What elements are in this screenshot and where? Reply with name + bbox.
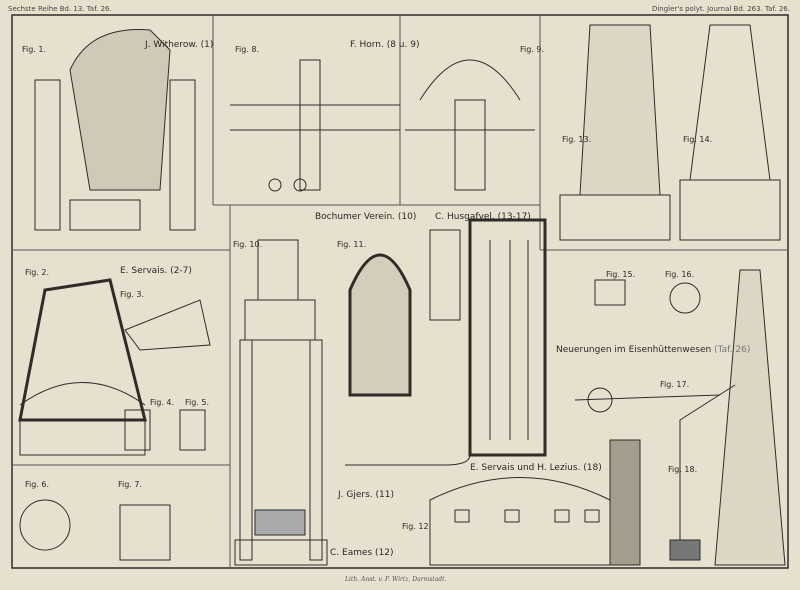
fig11-furnace: [345, 218, 547, 466]
fig-label: Fig. 3.: [120, 290, 145, 299]
fig15-17-details: [574, 279, 721, 413]
fig-label: Fig. 18.: [668, 465, 698, 474]
fig-label: Fig. 16.: [665, 270, 695, 279]
fig-label: Fig. 2.: [25, 268, 50, 277]
plate-title: Neuerungen im Eisenhüttenwesen (Taf. 26): [556, 345, 750, 355]
author-label: C. Husgafvel. (13-17): [435, 212, 531, 222]
fig13-fig14-stacks: [559, 24, 781, 241]
plate-title-ref: (Taf. 26): [714, 345, 751, 355]
fig-label: Fig. 15.: [606, 270, 636, 279]
author-label: C. Eames (12): [330, 548, 394, 558]
fig8-fig9-machinery: [230, 59, 535, 192]
fig-label: Fig. 14.: [683, 135, 713, 144]
fig-label: Fig. 17.: [660, 380, 690, 389]
plate-series-header: Sechste Reihe Bd. 13. Taf. 26.: [8, 5, 112, 13]
fig12-furnace: [429, 439, 641, 566]
fig-label: Fig. 5.: [185, 398, 210, 407]
fig-label: Fig. 8.: [235, 45, 260, 54]
fig-label: Fig. 10.: [233, 240, 263, 249]
fig-label: Fig. 11.: [337, 240, 367, 249]
fig2-converter-section: [18, 278, 147, 456]
author-label: J. Gjers. (11): [338, 490, 394, 500]
author-label: J. Witherow. (1): [145, 40, 214, 50]
author-label: E. Servais. (2-7): [120, 266, 192, 276]
author-label: F. Horn. (8 u. 9): [350, 40, 420, 50]
fig-label: Fig. 1.: [22, 45, 47, 54]
plate-title-main: Neuerungen im Eisenhüttenwesen: [556, 345, 712, 355]
author-label: E. Servais und H. Lezius. (18): [470, 463, 602, 473]
fig-label: Fig. 12.: [402, 522, 432, 531]
fig-label: Fig. 7.: [118, 480, 143, 489]
fig-label: Fig. 6.: [25, 480, 50, 489]
fig-label: Fig. 9.: [520, 45, 545, 54]
fig10-press: [234, 239, 328, 566]
fig-label: Fig. 13.: [562, 135, 592, 144]
fig-label: Fig. 4.: [150, 398, 175, 407]
panel-dividers: [12, 15, 788, 568]
fig3-7-details: [19, 299, 211, 561]
fig18-stack: [669, 269, 786, 566]
lithographer-credit: Lith. Anst. v. F. Wirtz, Darmstadt.: [345, 576, 447, 583]
author-label: Bochumer Verein. (10): [315, 212, 417, 222]
fig1-converter: [34, 29, 196, 231]
journal-header: Dingler's polyt. Journal Bd. 263. Taf. 2…: [651, 5, 790, 13]
